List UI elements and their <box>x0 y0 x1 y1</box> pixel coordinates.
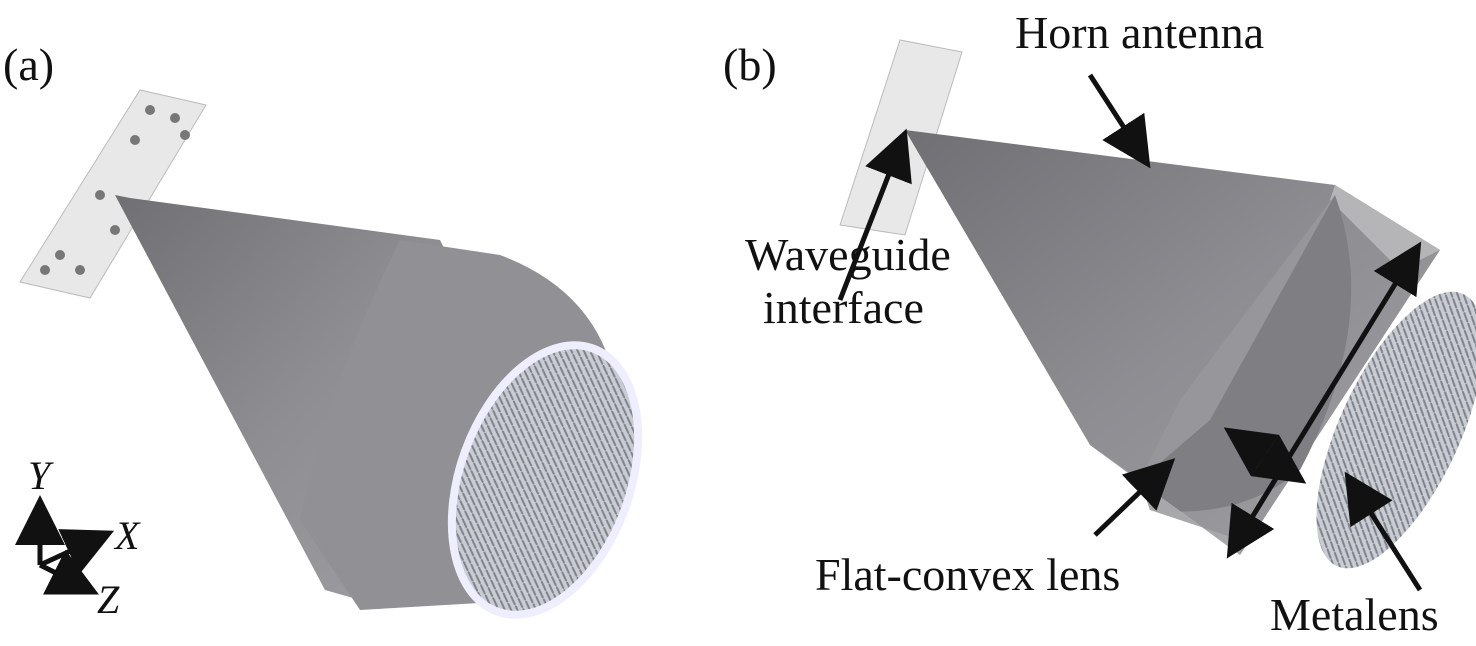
annotation-arrows <box>837 73 1423 592</box>
horn-antenna-cutaway <box>839 39 1476 569</box>
horn-antenna-assembled <box>19 89 643 619</box>
metalens-label: Metalens <box>1270 589 1439 640</box>
panel-b-label: (b) <box>723 39 777 90</box>
coordinate-axes <box>14 495 115 595</box>
waveguide-flange <box>19 89 207 299</box>
metalens-a <box>447 341 643 619</box>
axis-y-label: Y <box>28 453 51 498</box>
waveguide-arrow <box>837 128 912 301</box>
flange-holes <box>40 105 190 275</box>
aperture-double-arrow <box>1226 241 1422 559</box>
axis-z-label: Z <box>97 577 120 622</box>
metalens-arrow <box>1344 471 1423 592</box>
panel-a-label: (a) <box>3 39 55 90</box>
horn-antenna-label: Horn antenna <box>1015 7 1265 58</box>
waveguide-label-line2: interface <box>763 282 924 333</box>
axis-x-label: X <box>115 513 140 558</box>
axis-x-arrow <box>38 529 115 575</box>
axis-z-arrow <box>38 549 99 595</box>
lens-arrow <box>1093 458 1176 537</box>
horn-antenna-arrow <box>1087 73 1151 169</box>
waveguide-label-line1: Waveguide <box>745 229 951 280</box>
flat-convex-lens-label: Flat-convex lens <box>815 549 1121 600</box>
